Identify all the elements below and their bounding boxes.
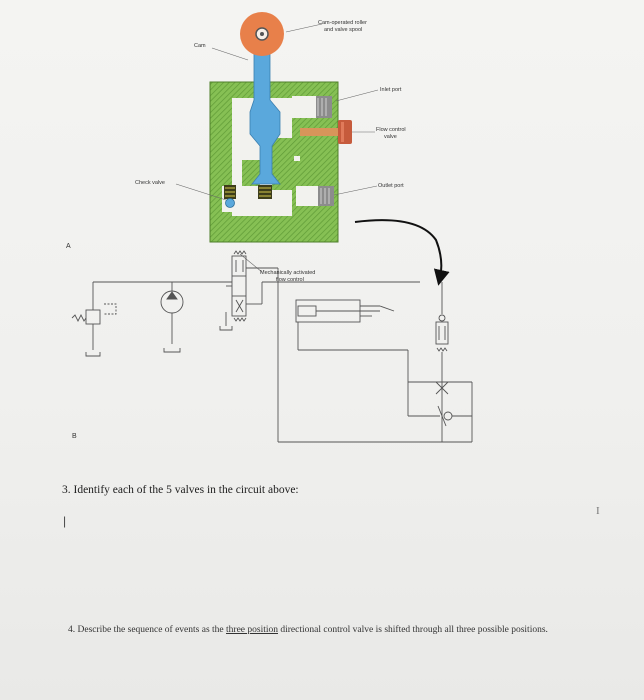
- question-4-suffix: directional control valve is shifted thr…: [278, 625, 548, 635]
- valve-spool: [249, 29, 281, 185]
- check-valve-label: Check valve: [135, 180, 165, 186]
- hydraulic-diagram: Cam-operated roller and valve spool Cam …: [66, 12, 473, 443]
- inlet-port-label: Inlet port: [380, 87, 402, 93]
- inlet-port: [316, 96, 332, 118]
- valve-cutaway: Cam-operated roller and valve spool Cam …: [135, 12, 406, 273]
- inlet-chamber: [292, 96, 320, 118]
- marker-b: B: [72, 433, 77, 440]
- mech-flow-label: Mechanically activated: [260, 270, 315, 276]
- leader-lines: [175, 23, 379, 273]
- mechanical-flow-control: [435, 282, 472, 442]
- flow-control-label: Flow control: [376, 127, 406, 133]
- flow-control-needle: [300, 128, 340, 136]
- cam-label: Cam: [194, 43, 206, 49]
- hydraulic-circuit: [71, 250, 473, 443]
- question-4: 4. Describe the sequence of events as th…: [68, 624, 634, 636]
- mech-flow-label-2: flow control: [276, 277, 304, 283]
- marker-a: A: [66, 243, 71, 250]
- inner-block-right: [272, 138, 294, 190]
- question-4-prefix: 4. Describe the sequence of events as th…: [68, 625, 227, 635]
- relief-valve: [71, 290, 117, 357]
- flow-control-knob: [338, 120, 352, 144]
- outlet-port: [318, 186, 334, 206]
- cylinder: [295, 299, 395, 323]
- outlet-chamber: [296, 186, 322, 206]
- corner-mark: I: [596, 505, 600, 517]
- question-4-underlined: three position: [226, 625, 278, 635]
- pump: [160, 282, 184, 353]
- pointer-arrow: [354, 219, 450, 286]
- cam-roller-label-2: and valve spool: [324, 27, 362, 33]
- cam-roller-label: Cam-operated roller: [318, 20, 367, 26]
- check-valve-ball: [225, 198, 235, 208]
- directional-valve: [219, 250, 247, 331]
- flow-control-label-2: valve: [384, 134, 397, 140]
- text-cursor: |: [63, 514, 67, 528]
- question-3: 3. Identify each of the 5 valves in the …: [62, 484, 299, 496]
- outlet-port-label: Outlet port: [378, 183, 404, 189]
